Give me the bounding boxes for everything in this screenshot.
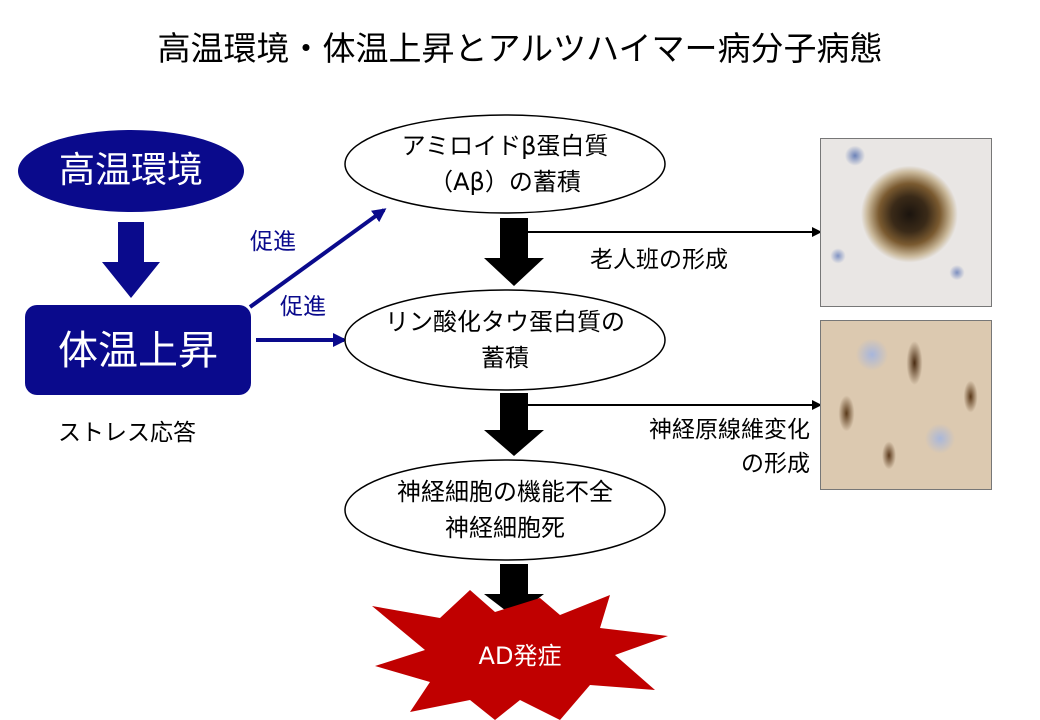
neuron-line-1: 神経細胞の機能不全 — [397, 478, 613, 506]
neuron-text: 神経細胞の機能不全 神経細胞死 — [345, 474, 665, 546]
black-down-arrow-1 — [484, 218, 544, 286]
amyloid-node — [344, 114, 666, 214]
tau-line-1: リン酸化タウ蛋白質の — [385, 308, 625, 336]
high-temp-env-label: 高温環境 — [58, 150, 203, 191]
tangle-line-1: 神経原線維変化 — [649, 417, 810, 443]
tau-line-2: 蓄積 — [481, 344, 529, 372]
neuron-node — [344, 459, 666, 561]
tau-text: リン酸化タウ蛋白質の 蓄積 — [345, 304, 665, 376]
promote-label-1: 促進 — [250, 229, 296, 255]
amyloid-text: アミロイドβ蛋白質 （Aβ）の蓄積 — [345, 128, 665, 200]
black-down-arrow-2 — [484, 393, 544, 456]
promote-arrow-amyloid — [248, 208, 387, 309]
body-temp-rise-node — [25, 305, 251, 395]
senile-plaque-micrograph — [820, 138, 992, 307]
navy-down-arrow — [102, 222, 160, 298]
neuron-line-2: 神経細胞死 — [445, 514, 565, 542]
plaque-label: 老人班の形成 — [590, 247, 728, 273]
neurofibrillary-tangle-micrograph — [820, 320, 992, 490]
tangle-label: 神経原線維変化 の形成 — [560, 413, 810, 481]
slide-title: 高温環境・体温上昇とアルツハイマー病分子病態 — [157, 29, 883, 68]
amyloid-line-1: アミロイドβ蛋白質 — [401, 132, 609, 160]
body-temp-rise-label: 体温上昇 — [58, 328, 218, 374]
high-temp-env-node — [18, 130, 244, 212]
stress-response-label: ストレス応答 — [58, 420, 196, 446]
ad-onset-starburst — [372, 590, 668, 720]
ad-onset-label: AD発症 — [478, 642, 562, 670]
tau-node — [344, 289, 666, 391]
promote-label-2: 促進 — [280, 294, 326, 320]
amyloid-line-2: （Aβ）の蓄積 — [429, 168, 581, 196]
tangle-line-2: の形成 — [741, 451, 810, 477]
